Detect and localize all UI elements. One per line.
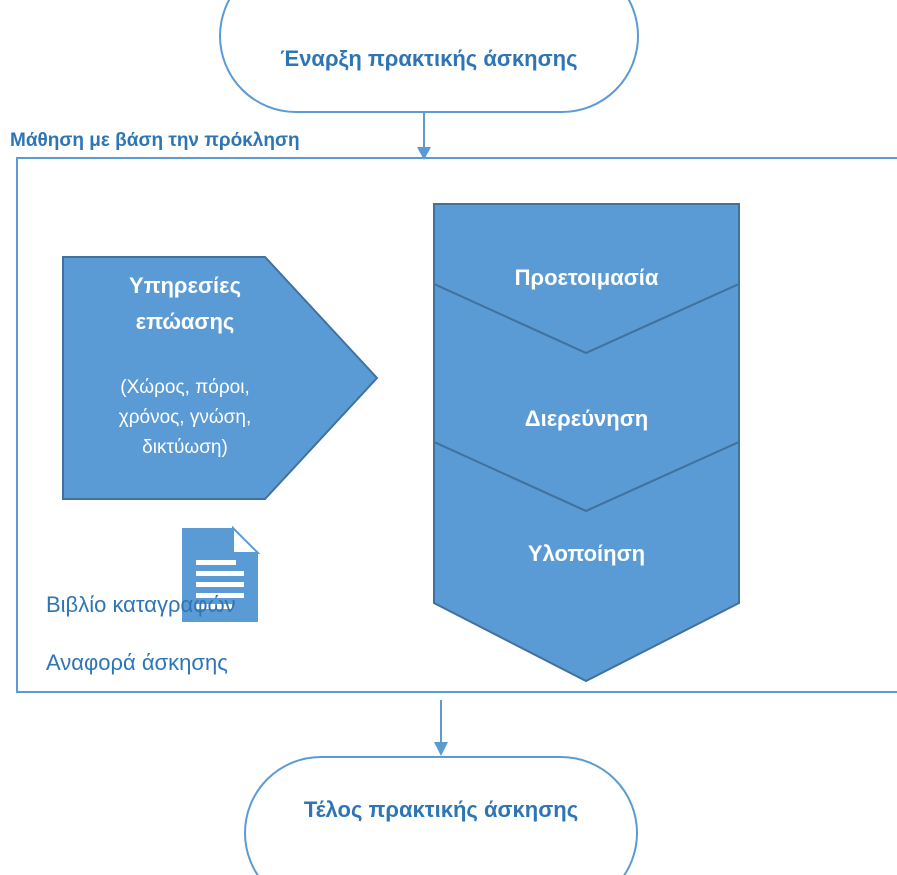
stage-shape-implementation xyxy=(433,440,740,683)
support-sub-line1: (Χώρος, πόροι, xyxy=(120,377,250,398)
section-label: Μάθηση με βάση την πρόκληση xyxy=(10,130,300,151)
log-book-label: Βιβλίο καταγραφών xyxy=(46,592,236,617)
support-shape xyxy=(62,256,379,500)
start-terminal xyxy=(219,0,639,113)
section-frame xyxy=(16,157,897,693)
end-terminal-label: Τέλος πρακτικής άσκησης xyxy=(303,797,579,822)
arrowhead-start xyxy=(417,147,431,160)
stage-label-implementation: Υλοποίηση xyxy=(527,541,646,566)
support-title-line1: Υπηρεσίες xyxy=(128,273,242,298)
support-title-line2: επώασης xyxy=(135,309,235,334)
arrowhead-end xyxy=(434,742,448,756)
stage-label-preparation: Προετοιμασία xyxy=(514,265,659,290)
support-sub-line3: δικτύωση) xyxy=(142,437,228,458)
support-subtitle: (Χώρος, πόροι, χρόνος, γνώση, δικτύωση) xyxy=(90,373,280,463)
support-title: Υπηρεσίες επώασης xyxy=(90,268,280,340)
start-terminal-label: Έναρξη πρακτικής άσκησης xyxy=(280,46,578,71)
document-icon xyxy=(182,525,261,622)
stage-label-investigation: Διερεύνηση xyxy=(524,406,649,431)
support-sub-line2: χρόνος, γνώση, xyxy=(118,407,252,428)
end-terminal xyxy=(244,756,638,875)
report-label: Αναφορά άσκησης xyxy=(46,650,228,675)
